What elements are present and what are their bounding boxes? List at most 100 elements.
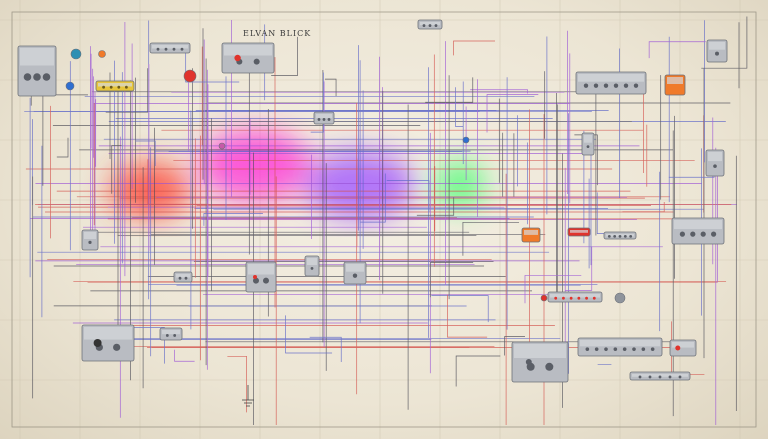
wire-elbow [504, 336, 525, 356]
terminal-strip-top-terminal [180, 47, 184, 51]
contactor-center [343, 261, 367, 285]
wire-elbow [524, 275, 582, 304]
wire-elbow [310, 72, 324, 133]
terminal-strip-top-terminal [164, 47, 168, 51]
wire-elbow [111, 145, 122, 194]
breaker-rail-bottom-terminal [613, 347, 618, 351]
indicator-lamp-small-lens [462, 136, 470, 144]
breaker-rail-bottom-highlight [580, 340, 660, 347]
terminal-block-yellow-terminal [117, 85, 121, 89]
wire-elbow [564, 246, 593, 291]
connector-left-mid [173, 271, 193, 283]
indicator-lamp-blue-lens [70, 48, 82, 60]
wire-elbow [203, 213, 263, 226]
terminal-block-yellow-terminal [125, 85, 128, 89]
control-module-left-terminal [23, 73, 32, 81]
connector-bottom-left-highlight [162, 330, 180, 335]
sensor-right [581, 132, 595, 156]
control-module-left-highlight [20, 48, 54, 66]
terminal-strip-mid-terminal [618, 234, 622, 238]
relay-pair-center-terminal [263, 277, 269, 284]
indicator-lamp-blue [70, 48, 82, 60]
terminal-block-yellow-highlight [98, 83, 132, 87]
relay-unit-top-highlight [224, 45, 272, 56]
meter-bottom-right-indicator [675, 345, 681, 351]
indicator-strip-terminal [554, 296, 558, 300]
fuse-holder-center [304, 255, 320, 277]
indicator-strip-highlight [550, 294, 600, 298]
breaker-rail-bottom-terminal [604, 347, 608, 351]
connector-bottom-left [159, 327, 183, 341]
indicator-lamp-red-small-lens [540, 294, 548, 302]
indicator-strip-terminal [577, 296, 581, 300]
relay-pair-center-terminal [253, 277, 259, 284]
indicator-strip-terminal [585, 296, 588, 300]
fuse-holder-center-terminal [310, 267, 314, 270]
breaker-rail-top-terminal [593, 83, 599, 88]
fuse-red-mid [567, 227, 591, 237]
power-supply-bottom-left-terminal [113, 343, 121, 351]
connector-top-terminal [428, 24, 432, 27]
relay-small-center [313, 111, 335, 125]
breaker-rail-bottom-terminal [632, 347, 636, 351]
indicator-strip-terminal [562, 296, 565, 300]
terminal-strip-top-terminal [172, 47, 176, 51]
breaker-rail-top-terminal [633, 83, 639, 88]
wire-elbow [455, 355, 501, 387]
junction-box-top-right [706, 39, 728, 63]
main-controller-bottom-terminal [545, 362, 554, 371]
main-controller-bottom-indicator [525, 359, 532, 365]
wire-elbow [324, 78, 337, 97]
terminal-strip-mid [603, 231, 637, 240]
control-module-left-terminal [42, 73, 51, 81]
terminal-strip-top [149, 42, 191, 54]
connector-bottom-left-terminal [173, 334, 177, 337]
control-module-left [17, 45, 57, 97]
terminal-strip-mid-terminal [607, 234, 611, 238]
terminal-strip-mid-terminal [623, 234, 627, 238]
fuse-holder-center-highlight [307, 258, 317, 265]
breaker-rail-top [575, 71, 647, 95]
control-panel-right-terminal [679, 231, 686, 237]
connector-top-terminal [422, 24, 426, 27]
junction-box-right-highlight [708, 152, 722, 162]
control-panel-right-terminal [690, 231, 696, 237]
terminal-strip-mid-terminal [613, 234, 617, 238]
terminal-block-yellow-terminal [102, 85, 105, 89]
wire-elbow [174, 349, 195, 362]
connector-left-mid-terminal [178, 276, 182, 280]
meter-bottom-right [669, 339, 697, 357]
connector-bottom-left-terminal [165, 334, 169, 337]
connector-top [417, 19, 443, 30]
wire-elbow [271, 36, 298, 76]
switch-orange-mid [521, 227, 541, 243]
power-supply-bottom-left [81, 324, 135, 362]
sensor-left-highlight [84, 232, 96, 239]
connector-left-mid-highlight [176, 274, 190, 278]
meter-bottom-right-highlight [672, 342, 694, 348]
wire-elbow [227, 355, 247, 413]
terminal-strip-bottom-terminal [648, 375, 652, 379]
power-supply-bottom-left-indicator [93, 339, 102, 347]
junction-box-right-terminal [713, 164, 717, 168]
terminal-strip-bottom [629, 371, 691, 381]
switch-orange-highlight [667, 77, 683, 84]
wire-elbow [105, 68, 149, 113]
relay-unit-top [221, 42, 275, 74]
breaker-rail-bottom [577, 337, 663, 357]
wire-elbow [622, 201, 665, 213]
wire-elbow [135, 140, 156, 167]
sensor-left-terminal [88, 240, 92, 244]
indicator-lamp-blue-small-lens [65, 81, 75, 91]
wire-elbow [56, 137, 69, 158]
terminal-strip-top-highlight [152, 45, 188, 49]
border-frame [11, 11, 757, 428]
breaker-rail-top-highlight [578, 74, 644, 82]
terminal-strip-bottom-highlight [632, 374, 688, 377]
control-panel-right [671, 217, 725, 245]
contactor-center-highlight [346, 264, 364, 272]
main-controller-bottom [511, 341, 569, 383]
control-panel-right-terminal [700, 231, 706, 237]
terminal-strip-mid-terminal [629, 234, 633, 238]
connector-top-highlight [420, 22, 440, 26]
